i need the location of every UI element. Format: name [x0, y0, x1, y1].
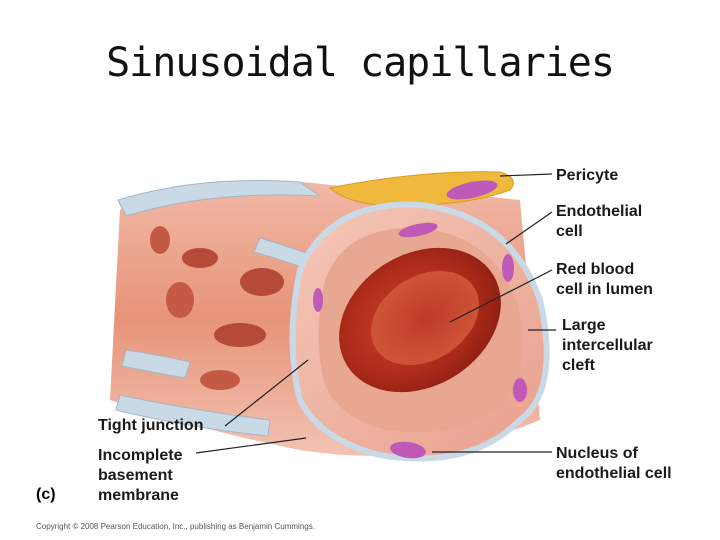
label-large-cleft: Large intercellular cleft: [562, 317, 653, 374]
panel-letter: (c): [36, 486, 56, 503]
label-incomplete-membrane: Incomplete basement membrane: [98, 447, 183, 504]
label-pericyte: Pericyte: [556, 167, 619, 184]
label-tight-junction: Tight junction: [98, 417, 204, 434]
red-blood-cell: [339, 247, 501, 393]
label-nucleus: Nucleus of endothelial cell: [556, 445, 672, 482]
slide-title: Sinusoidal capillaries: [106, 40, 615, 86]
label-red-blood-cell: Red blood cell in lumen: [556, 261, 653, 298]
leader-lines: [195, 173, 556, 454]
copyright-notice: Copyright © 2008 Pearson Education, Inc.…: [36, 522, 315, 531]
label-endothelial-cell: Endothelial cell: [556, 203, 643, 240]
